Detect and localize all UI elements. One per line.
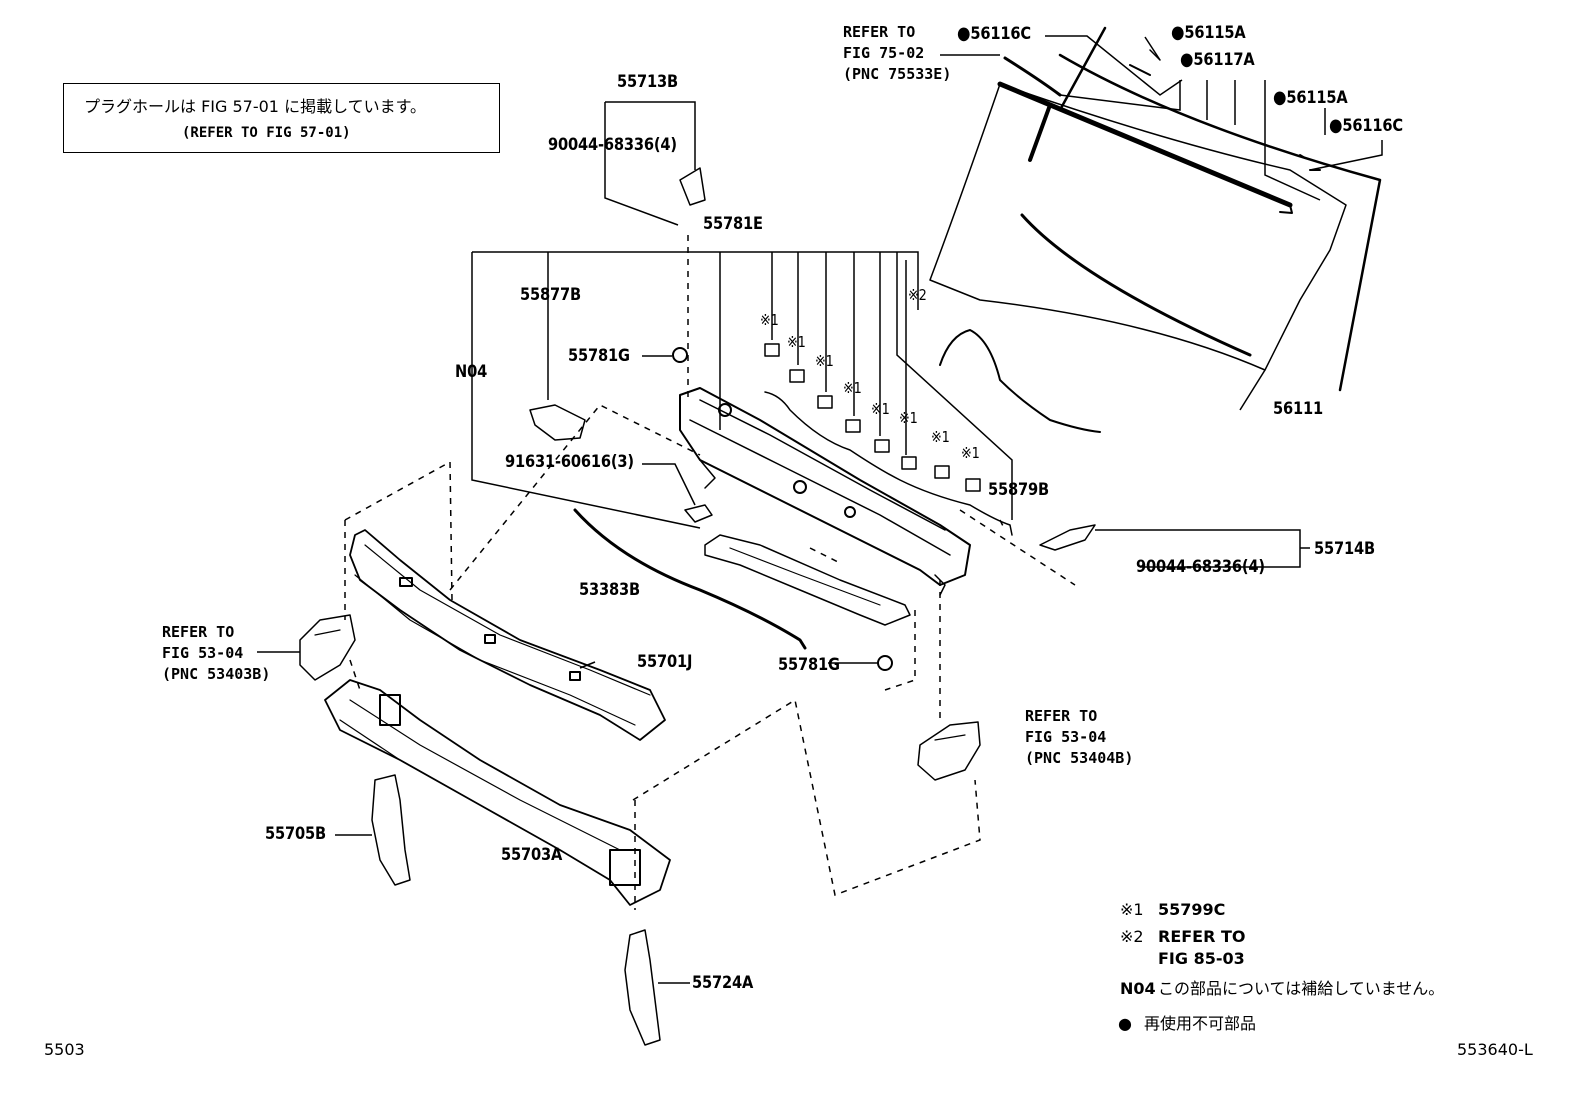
cowl-panel-outer — [349, 529, 666, 741]
windshield-molding — [939, 49, 1321, 433]
note-box: プラグホールは FIG 57-01 に掲載しています。 (REFER TO FI… — [63, 83, 500, 153]
bolt-91631 — [684, 504, 713, 523]
label-56111: 56111 — [1273, 399, 1324, 419]
label-55703A: 55703A — [501, 845, 563, 865]
hinge-bracket-left — [299, 614, 356, 681]
label-56117A: ●56117A — [1180, 49, 1255, 71]
label-56116C-top: ●56116C — [957, 23, 1031, 45]
corner-code-right: 553640-L — [1457, 1040, 1533, 1059]
cowl-clips — [764, 343, 981, 492]
legend-1-text: 55799C — [1158, 900, 1226, 919]
mark1-label-4: ※1 — [843, 379, 862, 397]
washer-hose — [764, 391, 1013, 536]
label-56116C-top-text: 56116C — [970, 24, 1031, 44]
side-bracket-55705B — [371, 774, 411, 886]
cowl-weatherstrip — [573, 508, 807, 650]
label-91631: 91631-60616(3) — [505, 452, 634, 472]
legend-4-text: 再使用不可部品 — [1144, 1014, 1257, 1033]
label-90044-b: 90044-68336(4) — [1136, 557, 1265, 577]
label-56117A-text: 56117A — [1193, 50, 1255, 70]
mark1-label-5: ※1 — [871, 400, 890, 418]
mark1-label-1: ※1 — [760, 311, 779, 329]
mark1-label-2: ※1 — [787, 333, 806, 351]
mark1-label-3: ※1 — [815, 352, 834, 370]
hinge-bracket-right — [917, 721, 981, 781]
legend-2-text: REFER TO — [1158, 927, 1246, 946]
legend-3-symbol: N04 — [1120, 979, 1156, 998]
label-55701J: 55701J — [637, 652, 693, 672]
corner-code-left: 5503 — [44, 1040, 85, 1059]
label-N04: N04 — [455, 362, 488, 382]
note-jp: プラグホールは FIG 57-01 に掲載しています。 — [84, 97, 426, 116]
leader-lines — [257, 35, 1383, 984]
mark1-label-6: ※1 — [899, 409, 918, 427]
mark2-label: ※2 — [908, 286, 927, 304]
bracket-55877B — [529, 404, 586, 441]
mark1-label-7: ※1 — [931, 428, 950, 446]
dashed-lines — [344, 235, 1076, 910]
windshield-glass — [929, 26, 1382, 392]
cowl-ventilator-louver — [704, 534, 911, 626]
legend-2-symbol: ※2 — [1120, 927, 1144, 946]
refer-fig-53-04-right: REFER TO FIG 53-04 (PNC 53404B) — [1025, 707, 1134, 767]
note-en: (REFER TO FIG 57-01) — [182, 125, 351, 141]
mark1-label-8: ※1 — [961, 444, 980, 462]
cover-55713B — [679, 167, 706, 206]
label-55705B: 55705B — [265, 824, 326, 844]
label-55781E: 55781E — [703, 214, 763, 234]
legend-4-symbol: ● — [1118, 1014, 1132, 1033]
label-56115A-mid: ●56115A — [1273, 87, 1348, 109]
legend-item-2b: FIG 85-03 — [1158, 949, 1245, 968]
refer-fig-75-02: REFER TO FIG 75-02 (PNC 75533E) — [843, 23, 952, 83]
label-56115A-top-text: 56115A — [1184, 23, 1246, 43]
label-56115A-mid-text: 56115A — [1286, 88, 1348, 108]
label-56115A-top: ●56115A — [1171, 22, 1246, 44]
side-bracket-55724A — [624, 929, 661, 1046]
legend-item-1: ※1 55799C — [1120, 900, 1225, 919]
label-55879B: 55879B — [988, 480, 1049, 500]
label-90044-a: 90044-68336(4) — [548, 135, 677, 155]
cowl-top-panel — [679, 387, 971, 596]
label-56116C-mid-text: 56116C — [1342, 116, 1403, 136]
legend-2-text-2: FIG 85-03 — [1158, 949, 1245, 968]
label-56116C-mid: ●56116C — [1329, 115, 1403, 137]
legend-3-text: この部品については補給していません。 — [1158, 979, 1445, 998]
refer-fig-53-04-left: REFER TO FIG 53-04 (PNC 53403B) — [162, 623, 271, 683]
cover-55714B — [1039, 524, 1096, 551]
label-55714B: 55714B — [1314, 539, 1375, 559]
label-55713B: 55713B — [617, 72, 678, 92]
legend-1-symbol: ※1 — [1120, 900, 1144, 919]
legend-item-4: ● 再使用不可部品 — [1118, 1010, 1256, 1034]
label-53383B: 53383B — [579, 580, 640, 600]
label-55781G-top: 55781G — [568, 346, 630, 366]
label-55724A: 55724A — [692, 973, 754, 993]
label-55781G-bottom: 55781G — [778, 655, 840, 675]
cowl-panel-inner — [324, 679, 671, 906]
clip-55781G-bottom — [877, 655, 893, 671]
clip-55781G-top — [672, 347, 688, 363]
label-55877B: 55877B — [520, 285, 581, 305]
legend-item-2: ※2 REFER TO — [1120, 927, 1246, 946]
